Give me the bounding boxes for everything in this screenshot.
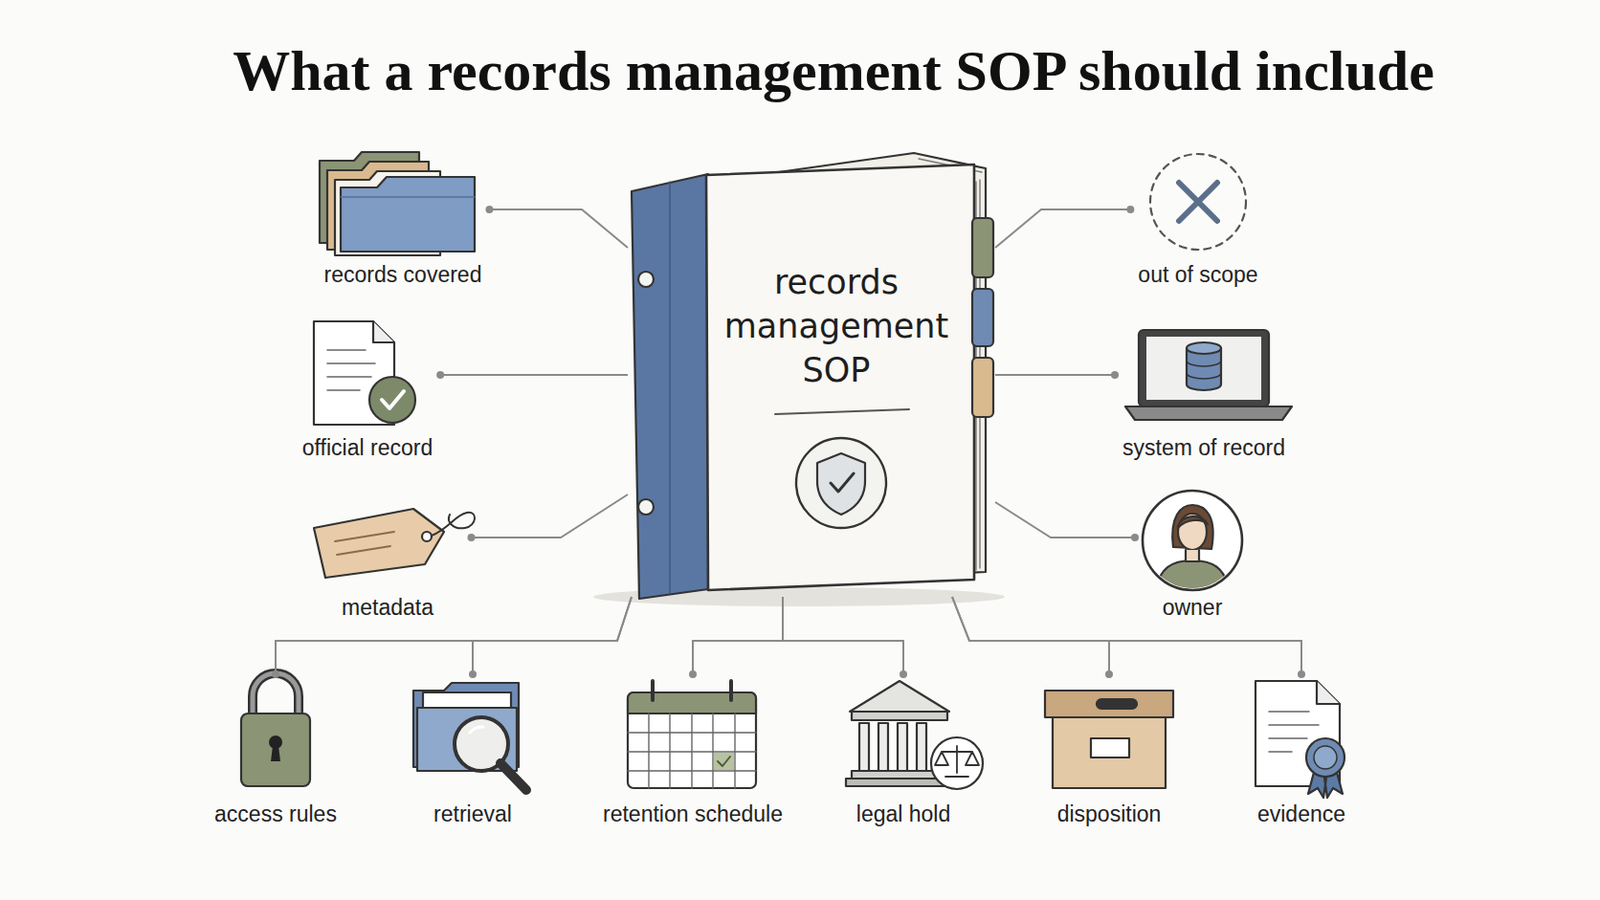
topic-node: owner — [1134, 486, 1250, 627]
leader-line — [782, 597, 904, 675]
leader-line — [995, 374, 1115, 377]
topic-label: out of scope — [1130, 262, 1266, 289]
diagram-title: What a records management SOP should inc… — [66, 38, 1600, 105]
leader-dot — [467, 533, 476, 542]
archive-box-icon — [1044, 690, 1174, 789]
topic-node: out of scope — [1130, 148, 1266, 294]
leader-dot — [485, 205, 493, 214]
leader-dot — [1126, 205, 1134, 214]
leader-line — [489, 209, 629, 248]
topic-label: retrieval — [405, 801, 540, 828]
topic-node: retention schedule — [595, 674, 791, 834]
leader-dot — [899, 670, 908, 679]
calendar-icon — [627, 681, 756, 789]
topic-label: retention schedule — [595, 801, 791, 828]
document-check-icon — [313, 321, 416, 425]
topic-node: access rules — [206, 674, 345, 834]
leader-line — [692, 597, 783, 675]
leader-line — [471, 494, 629, 538]
out-of-scope-icon — [1150, 154, 1246, 250]
topic-node: disposition — [1037, 674, 1181, 834]
tag-icon — [313, 509, 475, 578]
leader-dot — [688, 670, 697, 679]
binder-node: records management SOP — [627, 153, 996, 598]
topic-label: disposition — [1037, 801, 1181, 828]
owner-avatar-icon — [1142, 490, 1243, 599]
topic-label: metadata — [304, 595, 472, 622]
folder-stack-icon — [319, 152, 475, 256]
folder-search-icon — [413, 683, 527, 791]
topic-label: evidence — [1248, 801, 1355, 828]
leader-dot — [468, 670, 477, 679]
leader-dot — [271, 670, 280, 679]
certificate-icon — [1255, 681, 1345, 799]
leader-line — [952, 597, 1302, 675]
cover-title: records management SOP — [716, 260, 956, 394]
laptop-database-icon — [1125, 330, 1292, 421]
topic-label: system of record — [1114, 435, 1293, 462]
padlock-icon — [241, 673, 311, 787]
topic-node: official record — [294, 315, 441, 467]
topic-label: official record — [294, 435, 441, 462]
leader-dot — [1297, 670, 1306, 679]
topic-label: access rules — [206, 801, 345, 828]
topic-node: legal hold — [841, 674, 966, 834]
leader-line — [472, 597, 632, 675]
leader-dot — [1105, 670, 1113, 679]
leader-dot — [1111, 371, 1119, 379]
topic-node: records covered — [316, 138, 490, 294]
leader-line — [440, 374, 628, 377]
courthouse-icon — [845, 681, 983, 790]
binder-illustration — [631, 153, 994, 600]
topic-label: legal hold — [841, 801, 966, 828]
leader-line — [995, 209, 1131, 248]
leader-line — [275, 597, 632, 675]
topic-node: metadata — [304, 501, 472, 627]
leader-dot — [1131, 533, 1139, 542]
topic-label: records covered — [316, 262, 490, 289]
leader-line — [995, 502, 1135, 538]
topic-node: evidence — [1248, 674, 1355, 834]
topic-node: retrieval — [405, 674, 540, 834]
topic-label: owner — [1134, 595, 1250, 622]
leader-dot — [436, 371, 445, 379]
topic-node: system of record — [1114, 325, 1293, 467]
leader-line — [952, 597, 1110, 675]
